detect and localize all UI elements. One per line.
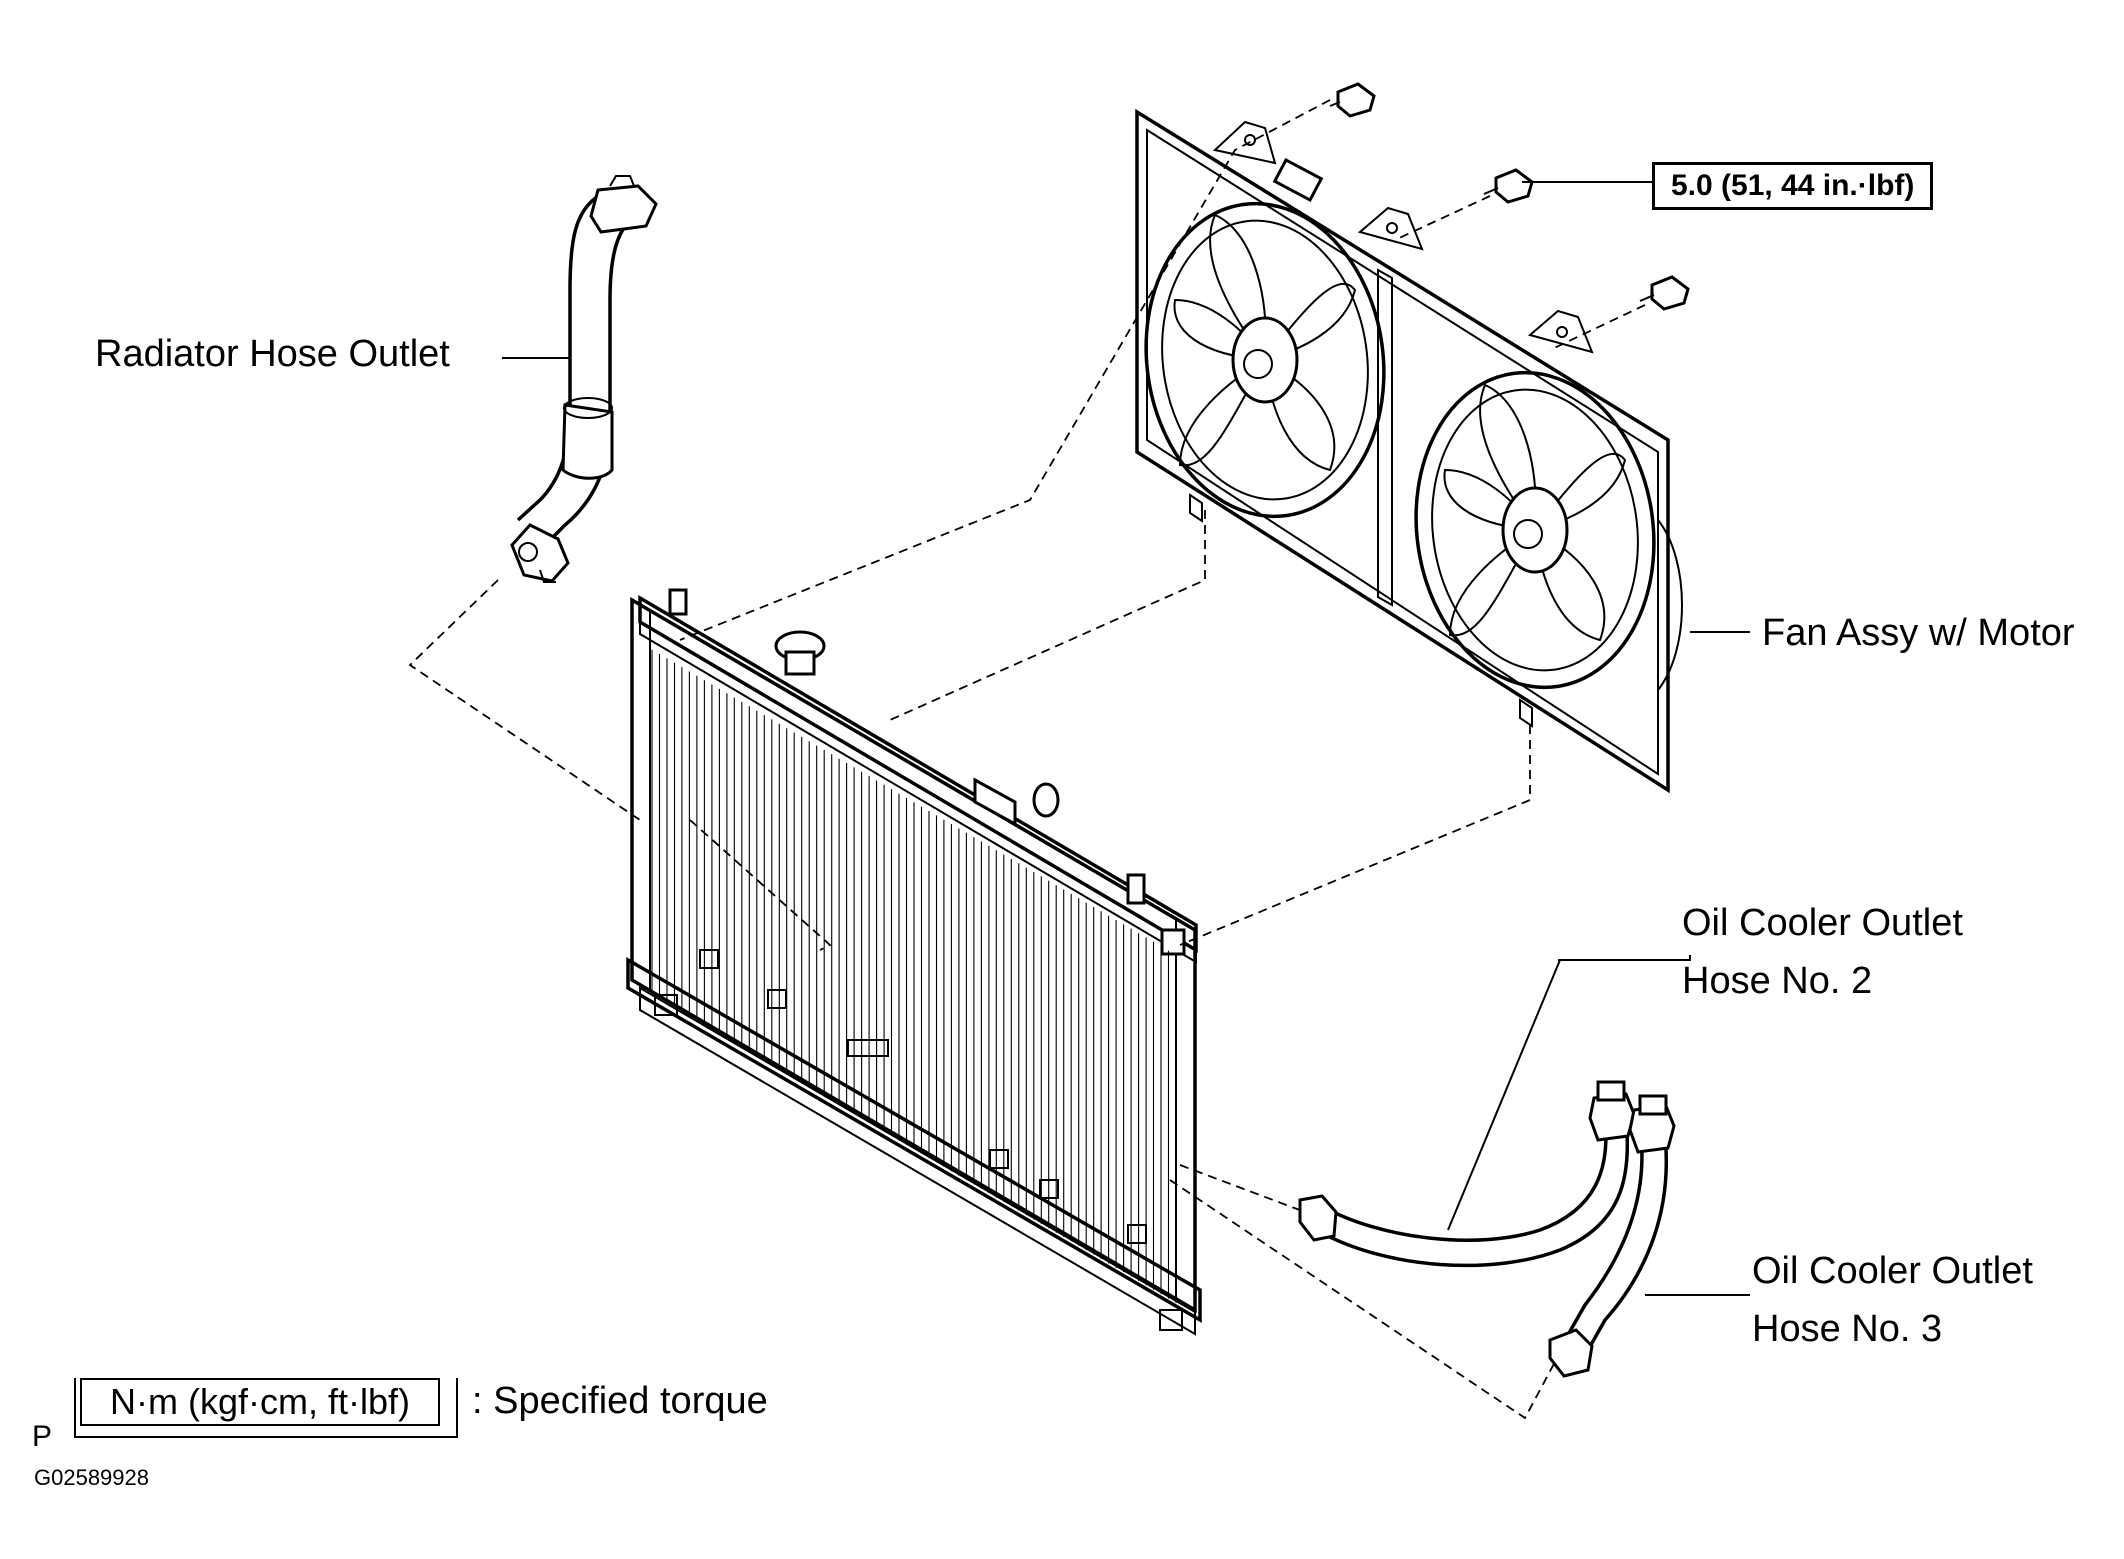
fan-bolt-middle xyxy=(1483,168,1534,204)
label-oil-cooler-hose-3-line2: Hose No. 3 xyxy=(1752,1307,1943,1350)
leader-lines xyxy=(502,181,1750,1296)
radiator-fins xyxy=(651,649,1177,1303)
label-oil-cooler-hose-2: Oil Cooler Outlet Hose No. 2 xyxy=(1682,902,1963,1003)
radiator-hose-outlet xyxy=(510,175,658,583)
legend-prefix: P xyxy=(32,1420,53,1453)
radiator xyxy=(626,588,1202,1336)
legend-frame xyxy=(74,1378,458,1438)
fan-bolt-top xyxy=(1329,82,1376,118)
label-oil-cooler-hose-2-line1: Oil Cooler Outlet xyxy=(1682,902,1963,944)
legend-unit-box: N·m (kgf·cm, ft·lbf) xyxy=(80,1378,440,1426)
label-radiator-hose-outlet: Radiator Hose Outlet xyxy=(95,333,450,375)
oil-cooler-outlet-hose-no3 xyxy=(1548,1094,1676,1378)
label-oil-cooler-hose-3: Oil Cooler Outlet Hose No. 3 xyxy=(1752,1250,2033,1351)
torque-spec-box: 5.0 (51, 44 in.·lbf) xyxy=(1652,162,1934,210)
label-oil-cooler-hose-2-line2: Hose No. 2 xyxy=(1682,959,1873,1002)
label-oil-cooler-hose-3-line1: Oil Cooler Outlet xyxy=(1752,1250,2033,1292)
oil-cooler-outlet-hose-no2 xyxy=(1298,1080,1636,1268)
figure-id: G02589928 xyxy=(34,1465,149,1490)
alignment-lines xyxy=(408,99,1646,1420)
fan-assembly xyxy=(1135,108,1683,794)
label-fan-assy: Fan Assy w/ Motor xyxy=(1762,612,2075,654)
legend-description: : Specified torque xyxy=(472,1380,768,1422)
fan-bolt-right xyxy=(1639,275,1690,311)
